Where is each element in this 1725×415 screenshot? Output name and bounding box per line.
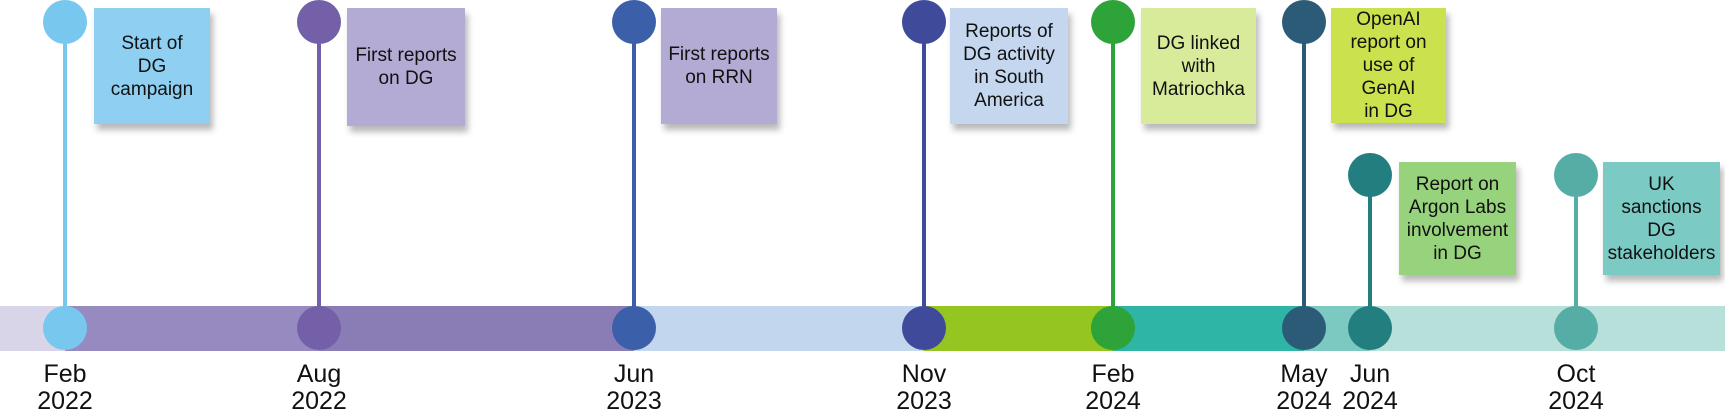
event-bar-dot xyxy=(1282,306,1326,350)
event-top-dot xyxy=(1554,153,1598,197)
timeline-bar-segment xyxy=(1113,306,1304,351)
event-note: First reports on RRN xyxy=(661,8,777,124)
event-bar-dot xyxy=(297,306,341,350)
event-bar-dot xyxy=(612,306,656,350)
event-top-dot xyxy=(902,0,946,44)
event-bar-dot xyxy=(1554,306,1598,350)
event-stem xyxy=(1574,175,1578,328)
event-top-dot xyxy=(43,0,87,44)
event-month: Jun xyxy=(613,360,655,388)
event-bar-dot xyxy=(902,306,946,350)
timeline-bar-segment xyxy=(924,306,1113,351)
event-year: 2024 xyxy=(1342,387,1398,415)
event-month: Jun xyxy=(1349,360,1391,388)
event-top-dot xyxy=(1282,0,1326,44)
event-top-dot xyxy=(1348,153,1392,197)
event-year: 2024 xyxy=(1548,387,1604,415)
event-bar-dot xyxy=(1348,306,1392,350)
timeline-bar-segment xyxy=(319,306,634,351)
event-stem xyxy=(1302,22,1306,328)
event-year: 2024 xyxy=(1085,387,1141,415)
timeline-bar-segment xyxy=(1370,306,1725,351)
event-bar-dot xyxy=(43,306,87,350)
event-note: OpenAI report on use of GenAI in DG xyxy=(1331,8,1446,123)
event-month: Nov xyxy=(901,360,947,388)
event-note: First reports on DG xyxy=(347,8,465,126)
event-year: 2022 xyxy=(37,387,93,415)
event-stem xyxy=(632,22,636,328)
event-note: DG linked with Matriochka xyxy=(1141,8,1256,124)
event-stem xyxy=(63,22,67,328)
event-note: Report on Argon Labs involvement in DG xyxy=(1399,162,1516,275)
event-stem xyxy=(1368,175,1372,328)
event-note: UK sanctions DG stakeholders xyxy=(1603,162,1720,275)
event-top-dot xyxy=(1091,0,1135,44)
event-stem xyxy=(317,22,321,328)
event-bar-dot xyxy=(1091,306,1135,350)
event-top-dot xyxy=(612,0,656,44)
event-year: 2023 xyxy=(606,387,662,415)
event-top-dot xyxy=(297,0,341,44)
event-month: Feb xyxy=(43,360,87,388)
event-stem xyxy=(1111,22,1115,328)
event-year: 2024 xyxy=(1276,387,1332,415)
event-month: Feb xyxy=(1091,360,1135,388)
event-stem xyxy=(922,22,926,328)
event-month: Oct xyxy=(1556,360,1596,388)
event-year: 2022 xyxy=(291,387,347,415)
event-year: 2023 xyxy=(896,387,952,415)
timeline-bar-segment xyxy=(634,306,924,351)
timeline-bar-segment xyxy=(65,306,319,351)
event-month: Aug xyxy=(296,360,342,388)
event-note: Reports of DG activity in South America xyxy=(950,8,1068,124)
event-month: May xyxy=(1280,360,1328,388)
event-note: Start of DG campaign xyxy=(94,8,210,124)
